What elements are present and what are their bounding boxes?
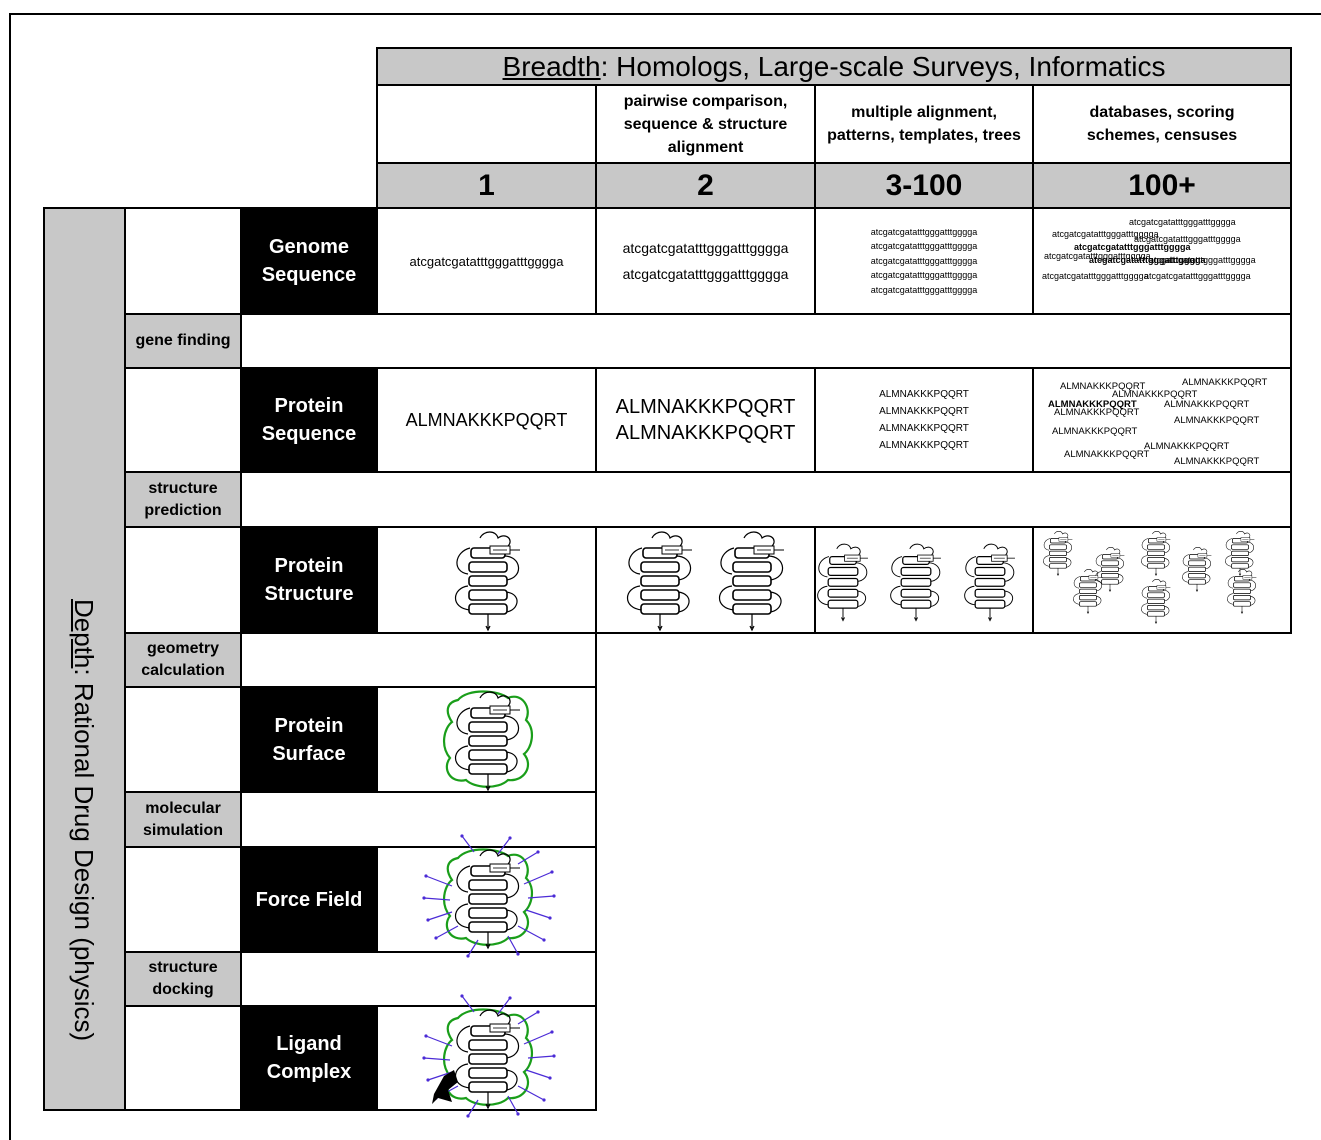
breadth-title-rest: : Homologs, Large-scale Surveys, Informa… <box>600 50 1166 82</box>
protein-sequence: ALMNAKKKPQQRT <box>1048 399 1137 410</box>
structure-cell-2 <box>595 526 816 634</box>
transition-molecular-simulation: molecular simulation <box>124 791 242 848</box>
breadth-title-underlined: Breadth <box>502 50 601 82</box>
protein-sequence: ALMNAKKKPQQRT <box>879 423 969 434</box>
protein-structure-icon <box>1043 531 1073 577</box>
protein-sequence: ALMNAKKKPQQRT <box>405 409 568 430</box>
column-desc-4: databases, scoring schemes, censuses <box>1032 84 1292 164</box>
row-spacer <box>124 846 242 953</box>
protein-structure-icon <box>626 531 692 632</box>
protein-sequence: ALMNAKKKPQQRT <box>615 396 796 418</box>
protein-sequence: ALMNAKKKPQQRT <box>1182 377 1268 388</box>
protein-sequence: ALMNAKKKPQQRT <box>879 389 969 400</box>
column-desc-3: multiple alignment, patterns, templates,… <box>814 84 1034 164</box>
protein-sequence: ALMNAKKKPQQRT <box>1054 407 1140 418</box>
dna-sequence: atcgatcgatatttgggatttgggga <box>1134 234 1241 244</box>
protein-structure-icon <box>1225 531 1255 577</box>
dna-sequence: atcgatcgatatttgggatttgggga <box>409 253 564 269</box>
protein-structure-icon <box>1095 547 1125 593</box>
dna-sequence: atcgatcgatatttgggatttgggga <box>870 284 978 295</box>
dna-sequence: atcgatcgatatttgggatttgggga <box>1129 217 1236 227</box>
level-force-field: Force Field <box>240 846 378 953</box>
dna-sequence: atcgatcgatatttgggatttgggga <box>1149 255 1256 265</box>
protein-sequence: ALMNAKKKPQQRT <box>879 440 969 451</box>
dna-sequence: atcgatcgatatttgggatttgggga <box>622 266 789 282</box>
level-ligand-complex: Ligand Complex <box>240 1005 378 1111</box>
protein-seq-cell-1: ALMNAKKKPQQRT <box>376 367 597 473</box>
dna-sequence: atcgatcgatatttgggatttgggga <box>870 270 978 281</box>
protein-structure-icon <box>817 543 868 622</box>
row-spacer <box>124 1005 242 1111</box>
protein-structure-icon <box>1073 569 1103 615</box>
protein-sequence: ALMNAKKKPQQRT <box>1052 426 1138 437</box>
figure-frame <box>9 13 1321 1140</box>
protein-sequence: ALMNAKKKPQQRT <box>1174 415 1260 426</box>
protein-structure-icon <box>1141 579 1171 625</box>
protein-seq-cell-3: ALMNAKKKPQQRT ALMNAKKKPQQRT ALMNAKKKPQQR… <box>814 367 1034 473</box>
protein-sequence: ALMNAKKKPQQRT <box>879 406 969 417</box>
level-protein-sequence: Protein Sequence <box>240 367 378 473</box>
level-protein-structure: Protein Structure <box>240 526 378 634</box>
protein-structure-icon <box>422 834 556 958</box>
transition-gene-finding: gene finding <box>124 313 242 369</box>
protein-sequence: ALMNAKKKPQQRT <box>1112 389 1198 400</box>
dna-sequence: atcgatcgatatttgggatttgggga <box>622 240 789 256</box>
dna-sequence: atcgatcgatatttgggatttgggga <box>870 255 978 266</box>
dna-sequence: atcgatcgatatttgggatttgggga <box>1044 251 1151 261</box>
genome-seq-cell-4: atcgatcgatatttgggatttgggga atcgatcgatatt… <box>1032 207 1292 315</box>
dna-sequence: atcgatcgatatttgggatttgggga <box>1089 255 1206 265</box>
protein-structure-icon <box>454 531 520 632</box>
protein-structure-icon <box>890 543 941 622</box>
column-count-2: 2 <box>595 162 816 209</box>
column-desc-2: pairwise comparison, sequence & structur… <box>595 84 816 164</box>
protein-sequence: ALMNAKKKPQQRT <box>1060 381 1146 392</box>
level-protein-surface: Protein Surface <box>240 686 378 793</box>
protein-structure-icon <box>1182 547 1212 593</box>
protein-sequence: ALMNAKKKPQQRT <box>1144 441 1230 452</box>
protein-structure-icon <box>1141 531 1171 577</box>
row-spacer <box>124 367 242 473</box>
protein-sequence: ALMNAKKKPQQRT <box>1064 449 1150 460</box>
protein-structure-icon <box>1227 569 1257 615</box>
dna-sequence: atcgatcgatatttgggatttgggga <box>1144 271 1251 281</box>
transition-spacer <box>240 632 597 688</box>
protein-structure-icon <box>422 994 556 1118</box>
column-count-3: 3-100 <box>814 162 1034 209</box>
protein-sequence: ALMNAKKKPQQRT <box>1174 456 1260 467</box>
transition-spacer <box>240 313 1292 369</box>
protein-sequence: ALMNAKKKPQQRT <box>1164 399 1250 410</box>
dna-sequence: atcgatcgatatttgggatttgggga <box>870 241 978 252</box>
protein-structure-icon <box>718 531 784 632</box>
protein-structure-icon <box>443 690 533 792</box>
dna-sequence: atcgatcgatatttgggatttgggga <box>1042 271 1149 281</box>
dna-sequence: atcgatcgatatttgggatttgggga <box>870 226 978 237</box>
genome-seq-cell-1: atcgatcgatatttgggatttgggga <box>376 207 597 315</box>
genome-seq-cell-2: atcgatcgatatttgggatttgggga atcgatcgatatt… <box>595 207 816 315</box>
protein-sequence: ALMNAKKKPQQRT <box>615 422 796 444</box>
column-desc-1 <box>376 84 597 164</box>
protein-seq-cell-4: ALMNAKKKPQQRT ALMNAKKKPQQRT ALMNAKKKPQQR… <box>1032 367 1292 473</box>
dna-sequence: atcgatcgatatttgggatttgggga <box>1052 229 1159 239</box>
dna-sequence: atcgatcgatatttgggatttgggga <box>1074 242 1191 252</box>
protein-structure-icon <box>964 543 1015 622</box>
transition-spacer <box>240 471 1292 528</box>
